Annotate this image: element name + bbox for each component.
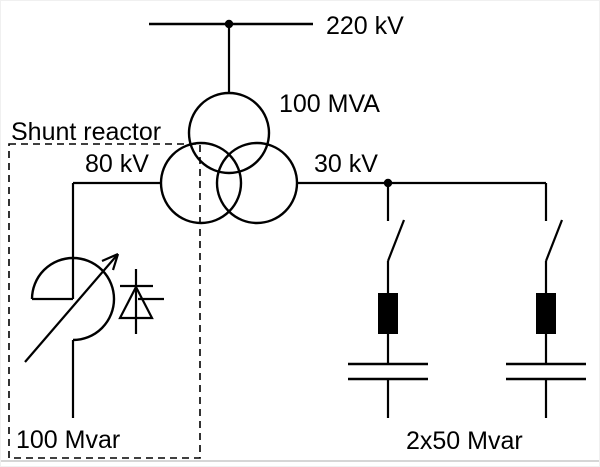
capacitor-icon [348, 362, 428, 381]
variability-arrow-icon [24, 252, 120, 363]
series-reactor-icon [536, 293, 556, 334]
capacitor-bank-branch-1 [348, 183, 428, 418]
shunt-reactor-group: Shunt reactor 80 kV 100 Mvar [8, 118, 201, 459]
reactor-rating-label: 100 Mvar [16, 426, 120, 454]
arrow-shaft [24, 253, 119, 363]
bus-voltage-label: 220 kV [326, 12, 404, 40]
reactor-arc [30, 256, 116, 342]
hv-bus: 220 kV [149, 12, 404, 93]
shunt-reactor-boundary-box [8, 143, 201, 459]
capacitor-rating-label: 2x50 Mvar [406, 427, 523, 455]
switch-blade-icon [544, 219, 564, 262]
reactor-winding-voltage-label: 80 kV [85, 150, 149, 178]
shunt-reactor-title: Shunt reactor [11, 118, 161, 146]
capacitor-icon [506, 362, 586, 381]
thyristor-icon [118, 269, 164, 334]
three-winding-transformer-icon: 100 MVA [159, 90, 380, 225]
transformer-rating-label: 100 MVA [279, 90, 380, 118]
mv-feeder: 30 kV [297, 150, 546, 188]
arrow-head-upper [101, 252, 119, 263]
capacitor-bank-branch-2 [506, 183, 586, 418]
variable-reactor-icon [24, 183, 120, 418]
arrow-head-lower [111, 253, 120, 271]
switch-blade-icon [386, 219, 406, 262]
transformer-primary-winding [187, 91, 271, 175]
transformer-secondary-winding [215, 141, 299, 225]
capacitor-winding-voltage-label: 30 kV [314, 150, 378, 178]
series-reactor-icon [378, 293, 398, 334]
thyristor-triangle [118, 284, 154, 320]
